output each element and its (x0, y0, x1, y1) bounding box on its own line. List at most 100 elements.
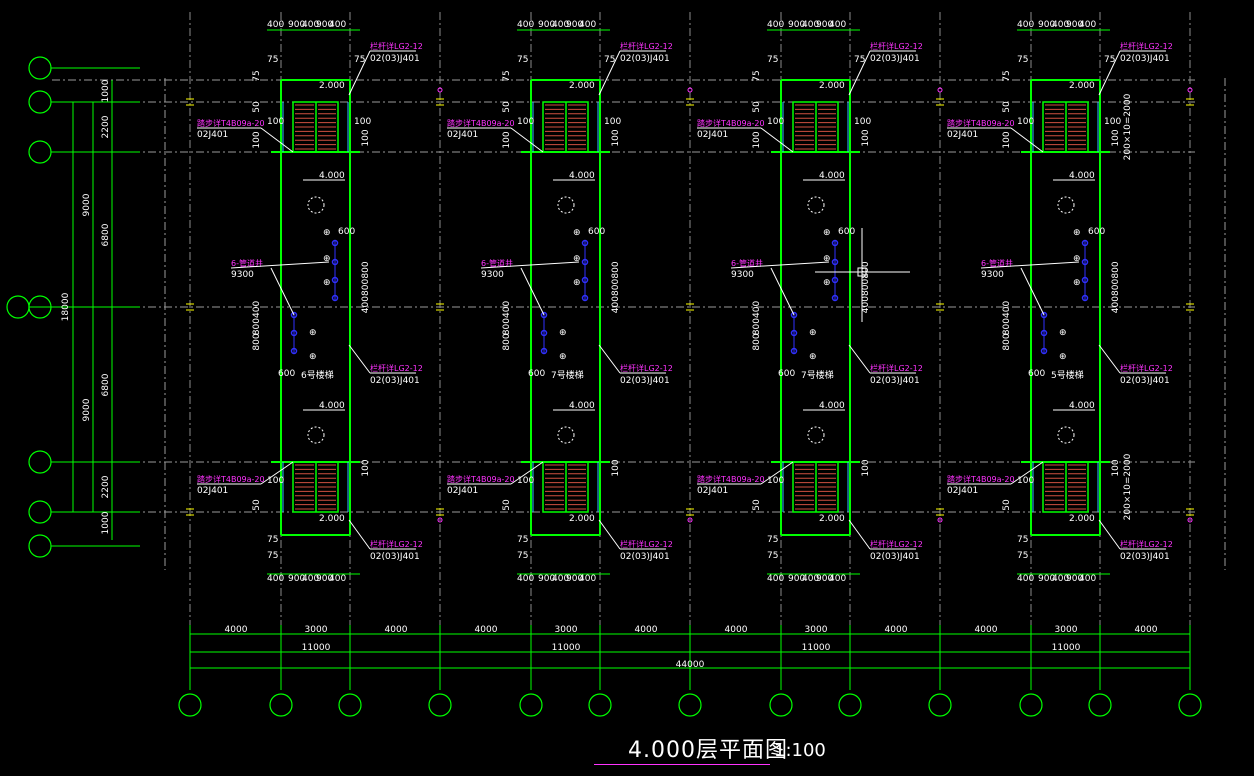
floor-elevation: 4.000 (819, 401, 845, 411)
pipe-dim: 800400 (502, 301, 512, 336)
floor-elevation: 4.000 (1069, 401, 1095, 411)
valve-symbol: ⊕ (323, 278, 331, 288)
valve-symbol: ⊕ (573, 278, 581, 288)
railing-ref: 02(03)J401 (870, 54, 920, 64)
railing-label: 栏杆详LG2-12 (1120, 363, 1173, 373)
dim-side-vert: 75 (252, 70, 262, 81)
grid-bubbles (6, 56, 1202, 717)
dim-side: 100 (1017, 117, 1034, 127)
dim-side: 100 (604, 117, 621, 127)
dim-top: 400 (1052, 20, 1069, 30)
railing-label: 栏杆详LG2-12 (370, 41, 423, 51)
dim-side-vert: 50 (252, 499, 262, 511)
step-ref: 02J401 (447, 486, 478, 496)
leader (760, 127, 794, 153)
leader (1098, 50, 1121, 96)
bottom-dim-segment: 3000 (805, 625, 828, 635)
dim-bottom: 400 (1052, 574, 1069, 584)
stair-elevation: 2.000 (569, 514, 595, 524)
railing-ref: 02(03)J401 (370, 376, 420, 386)
bottom-dim-segment: 4000 (225, 625, 248, 635)
railing-ref: 02(03)J401 (620, 54, 670, 64)
step-ref: 02J401 (697, 486, 728, 496)
railing-label: 栏杆详LG2-12 (1120, 539, 1173, 549)
valve-symbol: ⊕ (323, 228, 331, 238)
valve-symbol: ⊕ (823, 228, 831, 238)
drawing-scale: 1:100 (774, 740, 826, 761)
dim-bottom: 400 (517, 574, 534, 584)
valve-symbol: ⊕ (573, 228, 581, 238)
valve-symbol: ⊕ (1073, 228, 1081, 238)
dim-top: 400 (302, 20, 319, 30)
bottom-dim-segment: 3000 (555, 625, 578, 635)
crosshair-cursor (815, 228, 910, 322)
leader (760, 461, 794, 485)
valve-symbol: ⊕ (809, 352, 817, 362)
dim-side: 75 (517, 535, 528, 545)
dim-side-vert: 100 (752, 131, 762, 148)
dim-bottom: 900 (816, 574, 833, 584)
grid-bubble (769, 693, 793, 717)
leader (1098, 344, 1121, 374)
dim-half: 9000 (82, 398, 92, 421)
dim-segment: 2200 (101, 475, 111, 498)
stair-elevation: 2.000 (1069, 81, 1095, 91)
railing-ref: 02(03)J401 (1120, 552, 1170, 562)
step-ref: 02J401 (947, 130, 978, 140)
grid-bubble (6, 295, 30, 319)
grid-bubble (28, 140, 52, 164)
pipe-dim: 800 (502, 333, 512, 350)
railing-ref: 02(03)J401 (370, 54, 420, 64)
leader (598, 50, 621, 96)
dim-side-vert: 100 (611, 459, 621, 476)
grid-bubble (28, 450, 52, 474)
dim-segment: 1000 (101, 511, 111, 534)
grid-bubble (1088, 693, 1112, 717)
railing-ref: 02(03)J401 (1120, 54, 1170, 64)
grid-bubble (588, 693, 612, 717)
pipe-label: 6-管道井 (981, 258, 1013, 268)
leader (348, 50, 371, 96)
pipe-dim: 600 (338, 227, 355, 237)
railing-label: 栏杆详LG2-12 (620, 41, 673, 51)
railing-label: 栏杆详LG2-12 (870, 41, 923, 51)
dim-side: 75 (854, 55, 865, 65)
pipe-dim: 600 (1028, 369, 1045, 379)
railing-label: 栏杆详LG2-12 (1120, 41, 1173, 51)
grid-bubble (28, 534, 52, 558)
dim-side: 100 (267, 476, 284, 486)
dim-top: 400 (552, 20, 569, 30)
dim-segment: 6800 (101, 223, 111, 246)
step-ref: 02J401 (447, 130, 478, 140)
dim-top: 400 (767, 20, 784, 30)
dim-bottom: 900 (566, 574, 583, 584)
pipe-dim: 800 (611, 261, 621, 278)
pipe-dim: 600 (588, 227, 605, 237)
step-label: 踏步详T4B09a-20 (197, 474, 265, 484)
dim-side: 75 (604, 55, 615, 65)
dim-side: 75 (517, 55, 528, 65)
dim-bottom: 400 (1079, 574, 1096, 584)
dim-top: 400 (802, 20, 819, 30)
stair-run-dim: 200×10=2000 (1123, 453, 1133, 520)
pipe-dim: 800400 (752, 301, 762, 336)
dim-top: 400 (829, 20, 846, 30)
dim-bottom: 400 (829, 574, 846, 584)
dim-top: 900 (288, 20, 305, 30)
dim-side-vert: 50 (252, 101, 262, 113)
step-label: 踏步详T4B09a-20 (947, 118, 1015, 128)
dim-bottom: 400 (579, 574, 596, 584)
stair-run-dim: 200×10=2000 (1123, 93, 1133, 160)
leader (598, 344, 621, 374)
valve-symbol: ⊕ (559, 328, 567, 338)
grid-bubble (428, 693, 452, 717)
dim-bottom: 400 (1017, 574, 1034, 584)
title-underline (594, 764, 770, 765)
grid-bubble (269, 693, 293, 717)
dim-side: 100 (517, 476, 534, 486)
valve-symbol: ⊕ (309, 352, 317, 362)
